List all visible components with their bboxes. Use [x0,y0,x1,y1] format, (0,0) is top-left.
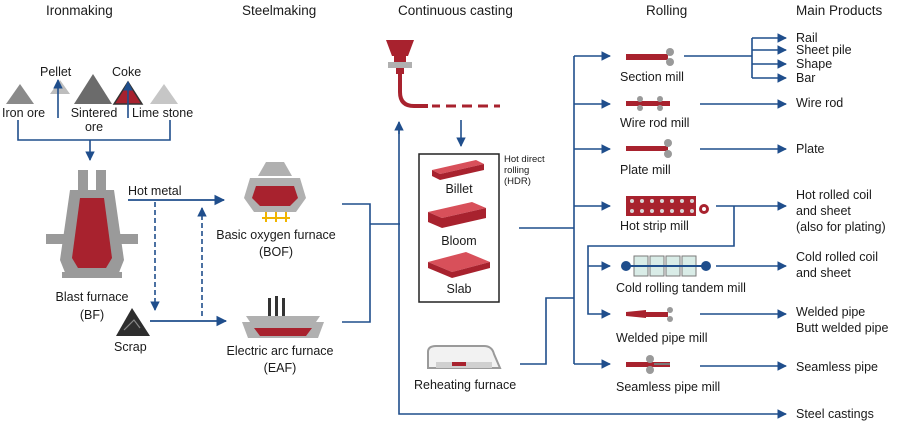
hot-metal-label: Hot metal [128,184,182,198]
product-sheet-pile: Sheet pile [796,43,852,57]
sintered-ore-pile [74,74,112,104]
section-mill-icon [626,48,674,66]
billet-icon [432,160,484,180]
section-mill-label: Section mill [620,70,684,84]
product-wire-rod: Wire rod [796,96,844,110]
blast-furnace-label: Blast furnace (BF) [55,290,129,322]
reheating-flow [520,297,574,365]
header-ironmaking: Ironmaking [46,3,113,18]
cold-rolling-tandem-mill-icon [621,255,711,277]
welded-pipe-mill-icon [626,307,673,322]
hot-strip-mill-icon [626,196,709,216]
lime-stone-label: Lime stone [132,106,194,120]
steelmaking-to-casting-flow [342,203,400,323]
product-plate: Plate [796,142,825,156]
product-rail: Rail [796,31,818,45]
blast-furnace-icon [46,170,138,278]
header-rolling: Rolling [646,3,688,18]
wire-rod-mill-icon [626,96,670,111]
reheating-furnace-icon [427,345,502,369]
mill-to-product-arrows [684,33,787,371]
bof-icon [244,162,306,222]
bloom-label: Bloom [441,234,477,248]
seamless-pipe-mill-label: Seamless pipe mill [616,380,721,394]
plate-mill-label: Plate mill [620,163,671,177]
eaf-icon [242,296,324,338]
steel-castings-line [398,124,787,419]
welded-pipe-mill-label: Welded pipe mill [616,331,708,345]
plate-mill-icon [626,139,672,158]
product-seamless-pipe: Seamless pipe [796,360,878,374]
product-steel-castings: Steel castings [796,407,874,421]
bof-label: Basic oxygen furnace (BOF) [216,228,336,259]
header-continuous-casting: Continuous casting [398,3,513,18]
raw-material-flow [17,79,171,161]
slab-label: Slab [446,282,472,296]
product-welded-pipe: Welded pipe Butt welded pipe [796,305,889,335]
pellet-label: Pellet [40,65,72,79]
header-steelmaking: Steelmaking [242,3,317,18]
hdr-label: Hot direct rolling (HDR) [504,154,545,187]
product-cold-rolled: Cold rolled coil and sheet [796,250,878,280]
sintered-ore-label: Sintered ore [70,106,118,134]
reheating-furnace-label: Reheating furnace [414,378,517,392]
cast-products-box [418,153,500,303]
slab-icon [428,252,490,278]
scrap-label: Scrap [114,340,147,354]
product-hot-rolled: Hot rolled coil and sheet (also for plat… [796,188,886,234]
coke-label: Coke [112,65,142,79]
wire-rod-mill-label: Wire rod mill [620,116,690,130]
iron-ore-pile [6,84,34,104]
product-shape: Shape [796,57,833,71]
lime-stone-pile [150,84,178,104]
iron-ore-label: Iron ore [2,106,46,120]
seamless-pipe-mill-icon [626,355,670,374]
header-main-products: Main Products [796,3,883,18]
dashed-links [150,202,207,316]
bloom-icon [428,202,486,228]
hot-strip-mill-label: Hot strip mill [620,219,689,233]
billet-label: Billet [445,182,473,196]
continuous-caster-icon [386,40,500,108]
product-bar: Bar [796,71,816,85]
pellet-pile [50,80,70,94]
rolling-branches [573,51,735,369]
cold-rolling-tandem-mill-label: Cold rolling tandem mill [616,281,746,295]
eaf-label: Electric arc furnace (EAF) [226,344,334,375]
scrap-pile-icon [116,308,150,336]
